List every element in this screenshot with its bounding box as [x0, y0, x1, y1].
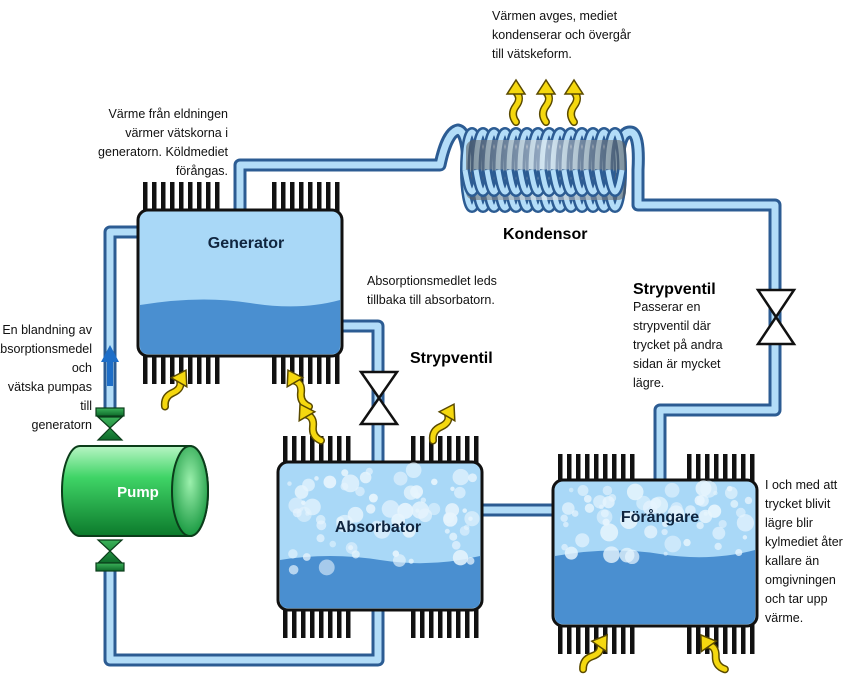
absorbator-tank: Absorbator: [276, 436, 484, 638]
pump: Pump: [61, 407, 209, 572]
absorbator-fins-bottom: [283, 606, 479, 638]
pump-note: En blandning av absorptionsmedel och vät…: [0, 323, 92, 432]
pump-label: Pump: [117, 484, 159, 501]
forangare-bubbles: [560, 480, 755, 565]
generator-fins-top: [143, 182, 340, 214]
absorbator-bubbles: [287, 462, 480, 576]
absorbator-label: Absorbator: [335, 519, 421, 536]
strypventil-note: Passerar en strypventil där trycket på a…: [633, 300, 723, 390]
forangare-label: Förångare: [621, 508, 699, 526]
condenser-coil: [460, 127, 627, 213]
heat-arrows: [160, 78, 729, 674]
strypventil-valve-right: [755, 288, 797, 346]
strypventil-label-left: Strypventil: [410, 350, 493, 367]
kondensor-label: Kondensor: [503, 226, 588, 243]
pump-valve-bottom: [95, 539, 125, 572]
generator-fins-bottom: [143, 352, 340, 384]
strypventil-valve-left: [358, 370, 400, 426]
absorbator-fins-top: [283, 436, 479, 466]
generator-note: Värme från eldningen värmer vätskorna i …: [98, 107, 228, 178]
absorptionsmedel-note: Absorptionsmedlet leds tillbaka till abs…: [367, 274, 497, 307]
kondensor-note: Värmen avges, mediet kondenserar och öve…: [492, 9, 631, 61]
forangare-fins-top: [558, 454, 755, 484]
generator-label: Generator: [208, 235, 284, 252]
forangare-note: I och med att trycket blivit lägre blir …: [765, 478, 843, 625]
pump-valve-top: [95, 407, 125, 441]
flow-arrow-up-icon: [101, 345, 119, 386]
generator-tank: Generator: [136, 182, 344, 384]
forangare-tank: Förångare: [551, 454, 759, 654]
strypventil-label-right: Strypventil: [633, 281, 716, 298]
